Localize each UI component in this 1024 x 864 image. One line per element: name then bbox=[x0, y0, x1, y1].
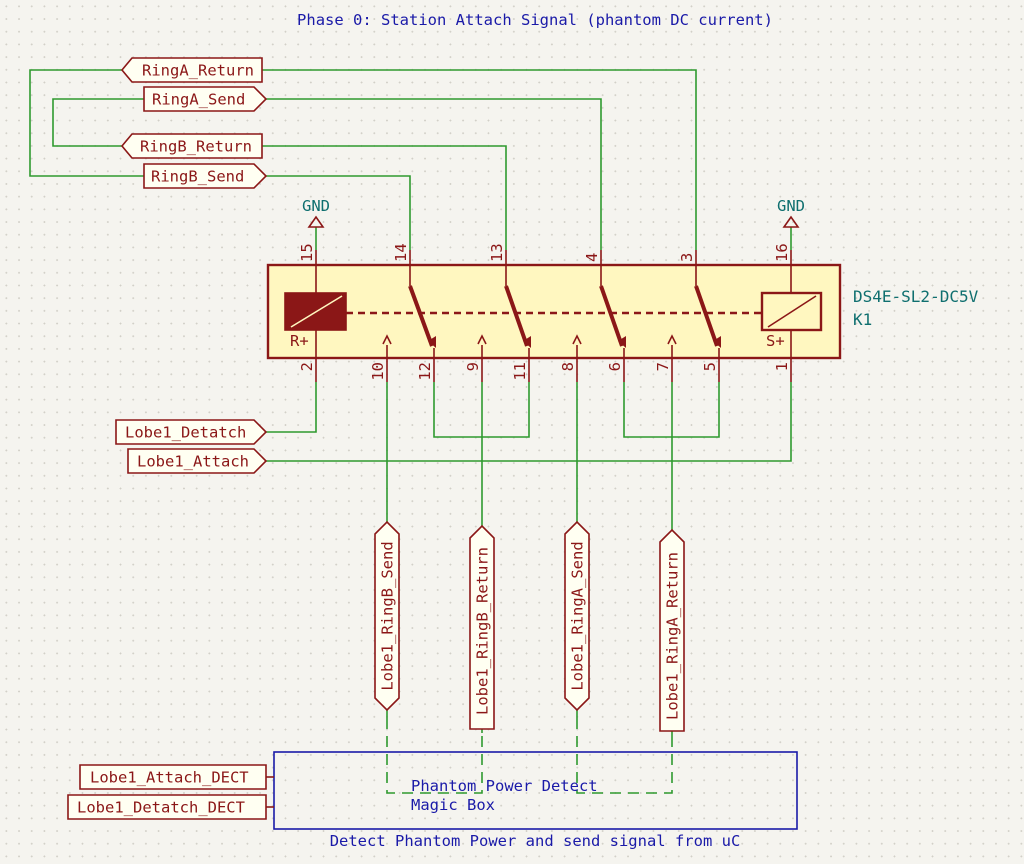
svg-text:S+: S+ bbox=[766, 332, 785, 350]
label-ringA-send[interactable]: RingA_Send bbox=[143, 86, 268, 112]
label-lobe1-attach-dect[interactable]: Lobe1_Attach_DECT bbox=[79, 764, 267, 790]
svg-text:Lobe1_RingB_Send: Lobe1_RingB_Send bbox=[379, 541, 397, 690]
switch-contacts bbox=[382, 265, 721, 358]
svg-text:GND: GND bbox=[777, 197, 805, 215]
svg-text:6: 6 bbox=[606, 362, 624, 371]
relay-part-number: DS4E-SL2-DC5V bbox=[853, 287, 979, 306]
svg-text:3: 3 bbox=[678, 253, 696, 262]
svg-text:Lobe1_Detatch: Lobe1_Detatch bbox=[125, 424, 246, 442]
magic-box[interactable]: Phantom Power Detect Magic Box bbox=[273, 751, 798, 830]
svg-text:16: 16 bbox=[773, 243, 791, 262]
label-lobe1-ringA-return[interactable]: Lobe1_RingA_Return bbox=[659, 528, 685, 732]
gnd-right-symbol: GND bbox=[777, 197, 805, 228]
svg-text:Lobe1_Attach_DECT: Lobe1_Attach_DECT bbox=[90, 769, 249, 787]
label-ringB-send[interactable]: RingB_Send bbox=[143, 163, 268, 189]
svg-text:RingB_Send: RingB_Send bbox=[151, 168, 244, 186]
svg-text:14: 14 bbox=[392, 243, 410, 262]
label-lobe1-detatch[interactable]: Lobe1_Detatch bbox=[115, 419, 268, 445]
svg-text:R+: R+ bbox=[290, 332, 309, 350]
relay-body bbox=[266, 263, 842, 360]
relay-reference: K1 bbox=[853, 310, 872, 329]
svg-text:13: 13 bbox=[488, 243, 506, 262]
svg-text:4: 4 bbox=[583, 253, 601, 262]
relay-k1[interactable]: 15 14 13 4 3 16 2 10 12 9 11 8 6 7 5 1 R… bbox=[266, 243, 979, 382]
label-lobe1-detatch-dect[interactable]: Lobe1_Detatch_DECT bbox=[67, 794, 267, 820]
reset-coil: R+ bbox=[284, 265, 347, 358]
svg-text:Lobe1_RingA_Send: Lobe1_RingA_Send bbox=[569, 541, 587, 690]
label-lobe1-ringB-return[interactable]: Lobe1_RingB_Return bbox=[469, 524, 495, 730]
svg-text:10: 10 bbox=[369, 362, 387, 381]
svg-text:11: 11 bbox=[511, 362, 529, 381]
svg-text:Lobe1_RingB_Return: Lobe1_RingB_Return bbox=[474, 547, 492, 715]
svg-text:7: 7 bbox=[654, 362, 672, 371]
sheet-title: Phase 0: Station Attach Signal (phantom … bbox=[297, 11, 773, 29]
svg-text:5: 5 bbox=[701, 362, 719, 371]
label-lobe1-ringA-send[interactable]: Lobe1_RingA_Send bbox=[564, 520, 590, 712]
svg-text:2: 2 bbox=[298, 362, 316, 371]
svg-text:Lobe1_RingA_Return: Lobe1_RingA_Return bbox=[664, 552, 682, 720]
label-lobe1-attach[interactable]: Lobe1_Attach bbox=[127, 448, 268, 474]
label-ringA-return[interactable]: RingA_Return bbox=[120, 57, 263, 83]
svg-text:8: 8 bbox=[559, 362, 577, 371]
svg-text:GND: GND bbox=[302, 197, 330, 215]
svg-text:RingB_Return: RingB_Return bbox=[140, 138, 252, 156]
svg-text:Lobe1_Attach: Lobe1_Attach bbox=[137, 453, 249, 471]
svg-text:12: 12 bbox=[416, 362, 434, 381]
set-coil: S+ bbox=[760, 265, 823, 358]
magic-box-caption: Detect Phantom Power and send signal fro… bbox=[330, 832, 741, 850]
svg-text:Lobe1_Detatch_DECT: Lobe1_Detatch_DECT bbox=[77, 799, 245, 817]
svg-text:RingA_Return: RingA_Return bbox=[142, 62, 254, 80]
svg-text:1: 1 bbox=[773, 362, 791, 371]
svg-text:15: 15 bbox=[298, 243, 316, 262]
wires bbox=[29, 69, 792, 794]
label-ringB-return[interactable]: RingB_Return bbox=[120, 133, 263, 159]
svg-text:9: 9 bbox=[464, 362, 482, 371]
magic-box-line2: Magic Box bbox=[411, 796, 495, 814]
magic-box-line1: Phantom Power Detect bbox=[411, 777, 598, 795]
svg-text:RingA_Send: RingA_Send bbox=[152, 91, 245, 109]
label-lobe1-ringB-send[interactable]: Lobe1_RingB_Send bbox=[374, 520, 400, 712]
gnd-left-symbol: GND bbox=[302, 197, 330, 228]
